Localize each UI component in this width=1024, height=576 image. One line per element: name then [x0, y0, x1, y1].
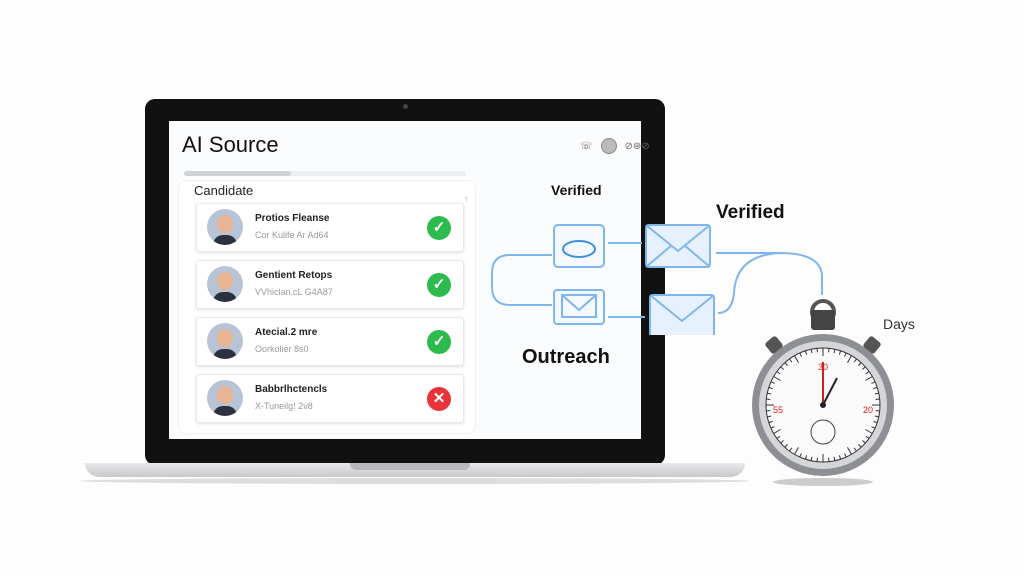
stopwatch-tick: [804, 455, 808, 460]
stopwatch-tick: [776, 371, 781, 375]
progress-bar: [184, 171, 466, 176]
user-avatar[interactable]: [600, 138, 617, 154]
svg-text:20: 20: [863, 405, 873, 415]
stopwatch-tick: [871, 426, 876, 429]
candidate-name: Babbrlhctencls: [255, 384, 328, 395]
candidate-subtitle: VVhiclan.cL G4A87: [255, 287, 333, 297]
laptop-notch: [350, 463, 470, 470]
candidate-row[interactable]: Atecial.2 mre Oorkolier 8s0 ✓: [196, 317, 464, 366]
candidate-subtitle: Oorkolier 8s0: [255, 344, 309, 354]
check-icon: ✓: [427, 330, 451, 354]
stopwatch-tick: [833, 456, 836, 461]
stopwatch-tick: [847, 355, 852, 363]
stopwatch-tick: [767, 392, 772, 395]
candidate-subtitle: X-Tuneilg! 2v8: [255, 401, 313, 411]
candidate-row[interactable]: Gentient Retops VVhiclan.cL G4A87 ✓: [196, 260, 464, 309]
verified-heading: Verified: [716, 202, 785, 223]
stopwatch-tick: [799, 352, 802, 357]
stopwatch-tick: [847, 447, 852, 455]
stopwatch-tick: [853, 447, 857, 452]
stopwatch-tick: [780, 440, 784, 444]
avatar: [207, 266, 243, 302]
stopwatch-tick: [768, 420, 773, 424]
stopwatch-tick: [780, 366, 784, 370]
stopwatch-tick: [838, 455, 842, 460]
header-icons: ☏ ⊘⊛⊘: [580, 138, 650, 154]
svg-text:55: 55: [773, 405, 783, 415]
stopwatch-tick: [784, 444, 788, 448]
stopwatch-tick: [862, 366, 866, 370]
candidate-row[interactable]: Protios Fleanse Cor Kulife Ar Ad64 ✓: [196, 203, 464, 252]
candidate-subtitle: Cor Kulife Ar Ad64: [255, 230, 329, 240]
stopwatch-tick: [858, 444, 862, 448]
stopwatch-tick: [844, 352, 847, 357]
stopwatch-tick: [768, 386, 773, 390]
stopwatch-tick: [853, 358, 857, 363]
stopwatch-tick: [810, 456, 813, 461]
stopwatch-tick: [858, 362, 862, 366]
avatar: [207, 323, 243, 359]
stopwatch-tick: [865, 376, 873, 381]
candidate-name: Protios Fleanse: [255, 213, 330, 224]
stopwatch-icon: 30 55 20: [752, 299, 894, 486]
bell-mail-icon: [553, 224, 605, 268]
stopwatch-tick: [776, 435, 781, 439]
check-icon: ✓: [427, 273, 451, 297]
stopwatch-tick: [844, 453, 847, 458]
stopwatch-tick: [770, 381, 775, 384]
camera-icon: [403, 104, 408, 109]
stopwatch-tick: [874, 415, 879, 418]
stopwatch-tick: [773, 376, 781, 381]
days-label: Days: [883, 316, 915, 332]
avatar: [207, 380, 243, 416]
stopwatch-tick: [871, 381, 876, 384]
stopwatch-tick: [833, 349, 836, 354]
candidate-row[interactable]: Babbrlhctencls X-Tuneilg! 2v8 ✕: [196, 374, 464, 423]
check-icon: ✓: [427, 216, 451, 240]
stopwatch-tick: [874, 392, 879, 395]
verified-label: Verified: [551, 182, 602, 198]
avatar: [207, 209, 243, 245]
stopwatch-tick: [862, 440, 866, 444]
flow-diagram: [491, 224, 823, 335]
stopwatch-tick: [770, 426, 775, 429]
stopwatch-tick: [865, 371, 870, 375]
laptop-base: [85, 463, 745, 477]
stopwatch-tick: [789, 447, 793, 452]
stopwatch-tick: [799, 453, 802, 458]
stopwatch-tick: [873, 386, 878, 390]
progress-fill: [184, 171, 292, 176]
envelope-icon: [649, 294, 715, 335]
header-text: ⊘⊛⊘: [624, 140, 650, 152]
candidate-name: Atecial.2 mre: [255, 327, 318, 338]
stopwatch-tick: [794, 355, 799, 363]
stopwatch-tick: [873, 420, 878, 424]
flow-loop: [491, 254, 552, 306]
stopwatch-tick: [865, 435, 870, 439]
laptop-shadow: [80, 478, 750, 484]
candidate-heading: Candidate: [194, 183, 254, 198]
flow-arrow-to-stopwatch: [717, 251, 823, 314]
stopwatch-tick: [794, 447, 799, 455]
app-title: AI Source: [182, 132, 279, 157]
outreach-label: Outreach: [522, 346, 610, 368]
stopwatch-tick: [838, 350, 842, 355]
stopwatch-tick: [810, 349, 813, 354]
stopwatch-tick: [789, 358, 793, 363]
stopwatch-tick: [767, 415, 772, 418]
candidate-name: Gentient Retops: [255, 270, 333, 281]
stopwatch-tick: [804, 350, 808, 355]
stopwatch-tick: [865, 429, 873, 434]
phone-icon[interactable]: ☏: [580, 140, 593, 152]
stopwatch-tick: [773, 429, 781, 434]
x-icon: ✕: [427, 387, 451, 411]
envelope-icon: [645, 224, 711, 268]
stopwatch-tick: [784, 362, 788, 366]
scroll-up-icon[interactable]: ↑: [464, 194, 469, 204]
